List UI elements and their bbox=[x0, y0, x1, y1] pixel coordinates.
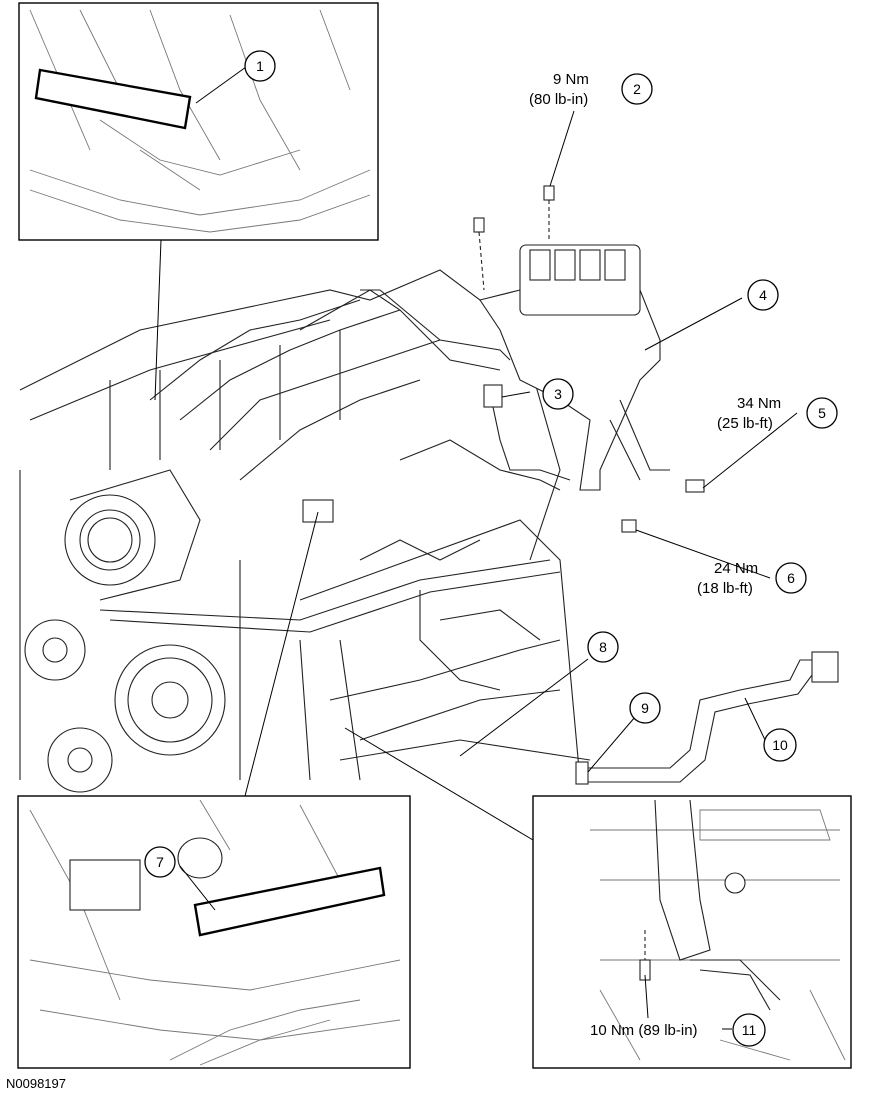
svg-text:10: 10 bbox=[772, 737, 788, 753]
svg-text:(80 lb-in): (80 lb-in) bbox=[529, 91, 588, 108]
svg-text:10 Nm (89 lb-in): 10 Nm (89 lb-in) bbox=[590, 1022, 698, 1039]
callout-1: 1 bbox=[244, 50, 276, 82]
callout-7: 7 bbox=[144, 846, 176, 878]
figure-id: N0098197 bbox=[6, 1076, 66, 1091]
svg-text:24 Nm: 24 Nm bbox=[714, 560, 758, 577]
pcv-hose bbox=[575, 651, 839, 785]
callout-6: 6 24 Nm (18 lb-ft) bbox=[697, 560, 807, 597]
detail-box-7 bbox=[17, 795, 411, 1069]
callout-9: 9 bbox=[629, 692, 661, 724]
svg-text:(18 lb-ft): (18 lb-ft) bbox=[697, 580, 753, 597]
svg-text:3: 3 bbox=[554, 386, 562, 402]
svg-text:8: 8 bbox=[599, 639, 607, 655]
callout-4: 4 bbox=[747, 279, 779, 311]
svg-text:34 Nm: 34 Nm bbox=[737, 395, 781, 412]
callout-3: 3 bbox=[542, 378, 574, 410]
detail-box-11 bbox=[532, 795, 852, 1069]
svg-text:11: 11 bbox=[742, 1022, 757, 1038]
engine-illustration bbox=[19, 269, 591, 793]
callout-10: 10 bbox=[763, 728, 797, 762]
callout-5: 5 34 Nm (25 lb-ft) bbox=[717, 395, 838, 432]
svg-text:(25 lb-ft): (25 lb-ft) bbox=[717, 415, 773, 432]
svg-text:6: 6 bbox=[787, 570, 795, 586]
svg-text:2: 2 bbox=[633, 81, 641, 97]
svg-text:7: 7 bbox=[156, 854, 164, 870]
svg-text:4: 4 bbox=[759, 287, 767, 303]
svg-text:5: 5 bbox=[818, 405, 826, 421]
callout-2: 2 9 Nm (80 lb-in) bbox=[529, 71, 653, 108]
svg-text:1: 1 bbox=[256, 58, 264, 74]
leader-lines bbox=[154, 66, 798, 1030]
callout-8: 8 bbox=[587, 631, 619, 663]
detail-box-1 bbox=[18, 2, 379, 241]
callout-11: 11 10 Nm (89 lb-in) bbox=[590, 1013, 766, 1047]
svg-text:9: 9 bbox=[641, 700, 649, 716]
svg-text:9 Nm: 9 Nm bbox=[553, 71, 589, 88]
